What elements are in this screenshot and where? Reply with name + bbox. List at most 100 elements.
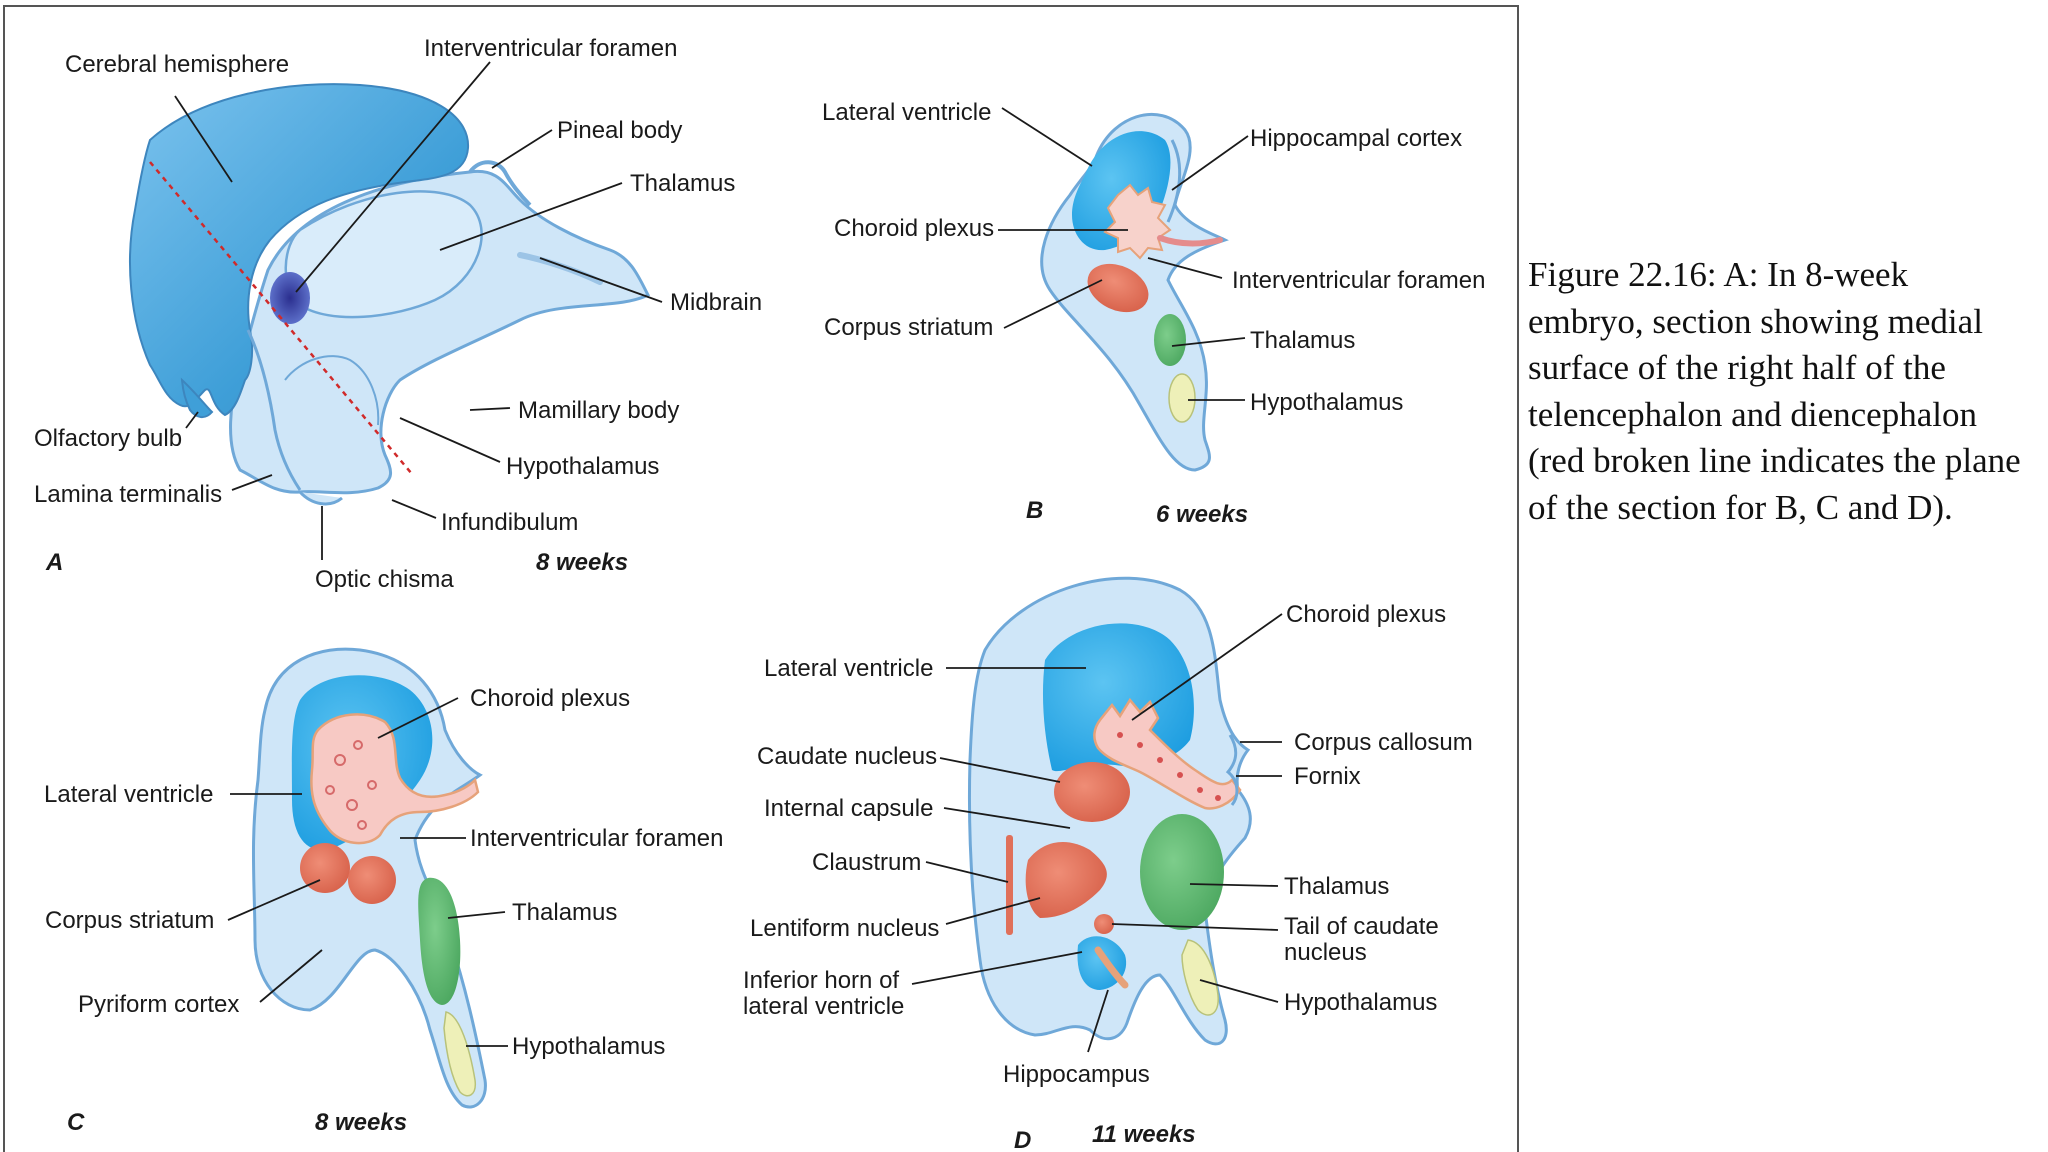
leader-hippocampus [1087,989,1109,1053]
corpus-callosum-fornix-shape [1225,734,1239,806]
label-thalamus-a: Thalamus [630,170,735,197]
panel-age-b: 6 weeks [1156,501,1248,528]
leader-lentiform-nucleus [945,897,1041,925]
leader-inferior-horn [911,951,1083,985]
lentiform-nucleus-shape [1025,841,1107,918]
label-pyriform-cortex: Pyriform cortex [78,991,239,1018]
thalamus-shape-b [1154,314,1186,366]
optic-chiasma-shape [298,490,343,506]
label-corpus-striatum-c: Corpus striatum [45,907,214,934]
label-optic-chisma: Optic chisma [315,566,454,593]
hypothalamus-shape-c [443,1011,477,1097]
label-cerebral-hemisphere: Cerebral hemisphere [65,51,289,78]
panel-a: Cerebral hemisphere Interventricular for… [34,35,762,593]
label-interventricular-foramen-a: Interventricular foramen [424,35,677,62]
panel-age-a: 8 weeks [536,549,628,576]
leader-pyriform-cortex [259,949,323,1003]
choroid-plexus-dots-d [1117,732,1221,801]
leader-cerebral-hemisphere [174,95,233,183]
corpus-striatum-shape-c-1 [300,843,350,893]
label-lamina-terminalis: Lamina terminalis [34,481,222,508]
label-thalamus-c: Thalamus [512,899,617,926]
label-lateral-ventricle-b: Lateral ventricle [822,99,991,126]
choroid-plexus-dots-c [325,740,377,830]
label-corpus-striatum-b: Corpus striatum [824,314,993,341]
panel-letter-c: C [67,1109,85,1136]
choroid-tail-b [1157,235,1223,247]
label-thalamus-b: Thalamus [1250,327,1355,354]
leader-thalamus-c [447,911,506,919]
label-tail-of-caudate-line1: Tail of caudate [1284,913,1439,940]
label-hypothalamus-c: Hypothalamus [512,1033,665,1060]
tail-of-caudate-shape [1094,914,1114,934]
interventricular-foramen-shape [270,272,310,324]
panel-b: Lateral ventricle Hippocampal cortex Cho… [822,99,1485,528]
leader-claustrum [925,861,1009,883]
panel-age-d: 11 weeks [1092,1121,1196,1148]
leader-hippocampal-cortex [1171,135,1249,191]
leader-choroid-plexus-c [377,697,459,739]
hypothalamus-contour [284,355,380,426]
leader-hypothalamus-a [399,417,501,463]
label-hypothalamus-b: Hypothalamus [1250,389,1403,416]
leader-caudate-nucleus [939,757,1061,783]
leader-tail-of-caudate [1111,923,1279,931]
hypothalamus-shape-b [1168,373,1196,423]
olfactory-bulb-shape [180,377,214,418]
corpus-striatum-shape-b [1087,263,1149,313]
label-midbrain: Midbrain [670,289,762,316]
label-choroid-plexus-d: Choroid plexus [1286,601,1446,628]
label-lateral-ventricle-c: Lateral ventricle [44,781,213,808]
hippocampal-cortex-shape [1166,139,1182,223]
label-hypothalamus-d: Hypothalamus [1284,989,1437,1016]
panel-c: Choroid plexus Lateral ventricle Interve… [44,647,723,1136]
label-hippocampal-cortex: Hippocampal cortex [1250,125,1462,152]
label-choroid-plexus-b: Choroid plexus [834,215,994,242]
leader-olfactory-bulb [185,411,199,429]
hypothalamus-shape-d [1181,939,1219,1016]
thalamus-shape-c [418,877,461,1005]
leader-midbrain [539,257,663,303]
caudate-nucleus-shape [1054,762,1130,822]
section-plane-line [149,161,413,475]
label-olfactory-bulb: Olfactory bulb [34,425,182,452]
leader-interventricular-foramen-b [1147,257,1223,279]
leader-interventricular-foramen-a [295,61,491,293]
pineal-body-shape [468,160,532,207]
label-inferior-horn-line1: Inferior horn of [743,967,899,994]
label-lateral-ventricle-d: Lateral ventricle [764,655,933,682]
panel-d: Choroid plexus Lateral ventricle Corpus … [743,576,1473,1152]
claustrum-shape [1006,835,1013,935]
label-corpus-callosum: Corpus callosum [1294,729,1473,756]
leader-corpus-striatum-c [227,879,321,921]
label-interventricular-foramen-c: Interventricular foramen [470,825,723,852]
lateral-ventricle-shape-d [1042,623,1194,772]
leader-lateral-ventricle-b [1001,107,1093,167]
leader-lamina-terminalis [231,474,273,491]
label-pineal-body: Pineal body [557,117,682,144]
label-hippocampus: Hippocampus [1003,1061,1150,1088]
hippocampus-shape [1094,946,1129,989]
label-caudate-nucleus: Caudate nucleus [757,743,937,770]
panel-age-c: 8 weeks [315,1109,407,1136]
label-fornix: Fornix [1294,763,1361,790]
leader-mamillary-body [469,407,511,411]
label-mamillary-body: Mamillary body [518,397,679,424]
leader-internal-capsule [943,807,1071,829]
panel-letter-d: D [1014,1127,1031,1152]
leader-corpus-striatum-b [1003,279,1103,329]
choroid-plexus-shape-b [1103,183,1172,260]
corpus-striatum-shape-c-2 [348,856,396,904]
label-internal-capsule: Internal capsule [764,795,933,822]
label-interventricular-foramen-b: Interventricular foramen [1232,267,1485,294]
choroid-plexus-shape-d [1093,697,1242,810]
label-claustrum: Claustrum [812,849,921,876]
leader-hypothalamus-d [1199,979,1279,1003]
label-inferior-horn-line2: lateral ventricle [743,993,904,1020]
label-choroid-plexus-c: Choroid plexus [470,685,630,712]
leader-pineal-body [491,129,553,169]
label-infundibulum: Infundibulum [441,509,578,536]
leader-infundibulum [391,499,437,519]
label-thalamus-d: Thalamus [1284,873,1389,900]
